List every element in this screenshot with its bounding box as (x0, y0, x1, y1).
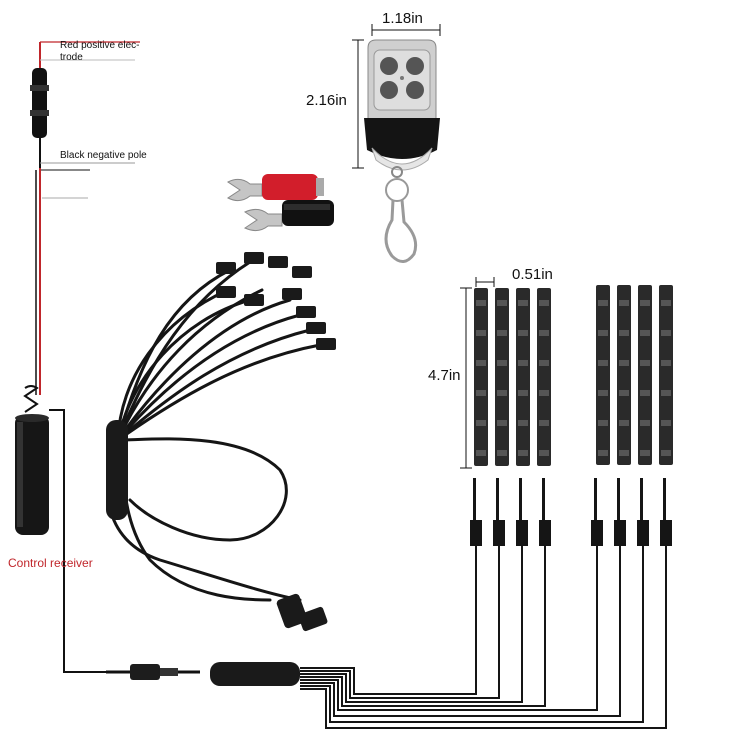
black-negative-label: Black negative pole (60, 150, 147, 161)
control-receiver-label: Control receiver (8, 556, 93, 570)
control-receiver-icon (15, 409, 110, 673)
wire-splitter-icon (106, 260, 322, 602)
inline-fuse-icon (32, 68, 47, 138)
led-strip (617, 285, 631, 465)
red-positive-label: Red positive elec- trode (60, 40, 139, 64)
spade-terminal-black (243, 200, 334, 232)
led-strip (516, 288, 530, 466)
led-strip (537, 288, 551, 466)
splitter-connectors (106, 252, 336, 632)
strip-length-label: 4.7in (428, 367, 461, 384)
remote-width-label: 1.18in (382, 10, 423, 27)
led-strip (474, 288, 488, 466)
led-strip-group-right (596, 285, 673, 465)
output-harness (106, 546, 667, 729)
remote-height-label: 2.16in (306, 92, 347, 109)
strip-length-dim (460, 287, 472, 469)
power-leads (23, 41, 140, 413)
led-strip (596, 285, 610, 465)
remote-height-dim (352, 39, 364, 169)
spade-terminal-red (227, 174, 324, 202)
inline-connector (130, 664, 160, 680)
red-positive-line1: Red positive elec- (60, 40, 140, 51)
strip-width-dim (475, 277, 495, 287)
led-strip (638, 285, 652, 465)
key-fob-remote-icon (364, 39, 440, 263)
red-positive-line2: trode (60, 52, 83, 63)
led-strip (495, 288, 509, 466)
strip-width-label: 0.51in (512, 266, 553, 283)
led-strip-group-left (474, 288, 551, 466)
strip-connectors (470, 478, 672, 546)
remote-width-dim (371, 24, 441, 36)
led-strip (659, 285, 673, 465)
